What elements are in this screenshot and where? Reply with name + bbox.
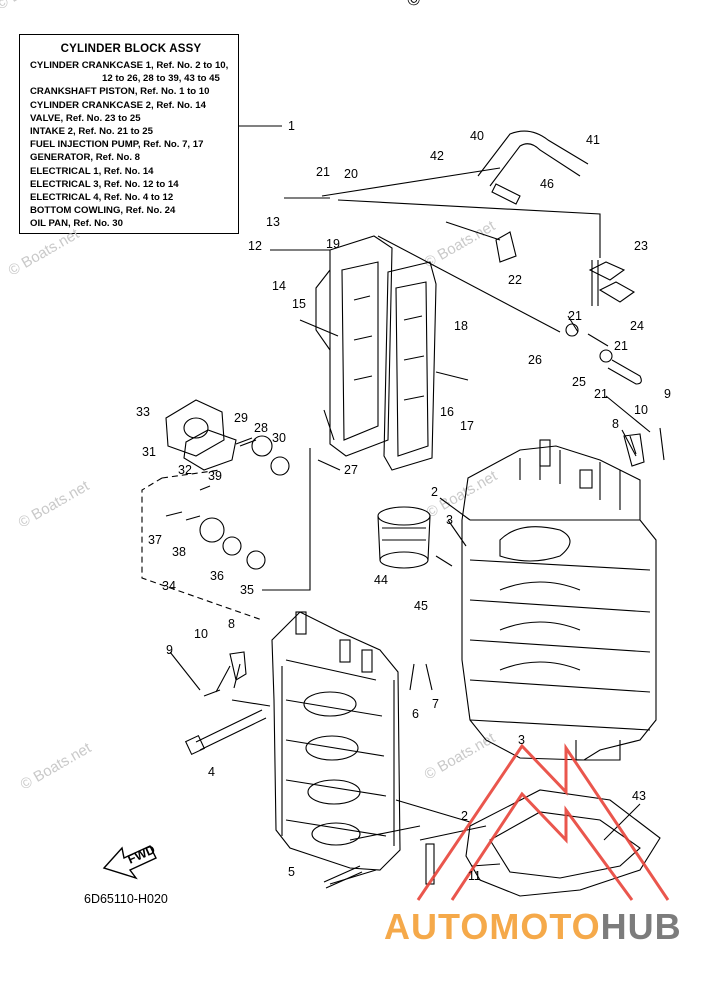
thermostat-cover-group xyxy=(165,399,290,476)
callout-9: 9 xyxy=(166,643,173,657)
oil-filter-part xyxy=(377,506,431,569)
assembly-legend-box: CYLINDER BLOCK ASSY CYLINDER CRANKCASE 1… xyxy=(19,34,239,234)
fwd-arrow-icon xyxy=(102,845,157,880)
legend-line: GENERATOR, Ref. No. 8 xyxy=(30,152,140,164)
callout-38: 38 xyxy=(172,545,186,559)
callout-15: 15 xyxy=(292,297,306,311)
watermark-text: © Boats.net xyxy=(18,739,95,793)
crankcase-casting xyxy=(271,611,401,871)
callout-21: 21 xyxy=(594,387,608,401)
callout-12: 12 xyxy=(248,239,262,253)
callout-45: 45 xyxy=(414,599,428,613)
legend-line: INTAKE 2, Ref. No. 21 to 25 xyxy=(30,126,153,138)
callout-2: 2 xyxy=(431,485,438,499)
group-bracket xyxy=(141,469,263,621)
legend-title: CYLINDER BLOCK ASSY xyxy=(60,43,202,55)
legend-line: BOTTOM COWLING, Ref. No. 24 xyxy=(30,205,176,217)
callout-8: 8 xyxy=(612,417,619,431)
exhaust-cover-plates xyxy=(329,235,437,471)
legend-line: OIL PAN, Ref. No. 30 xyxy=(30,218,123,230)
callout-24: 24 xyxy=(630,319,644,333)
callout-7: 7 xyxy=(432,697,439,711)
callout-9: 9 xyxy=(664,387,671,401)
watermark-text: © Boats.net xyxy=(0,0,71,13)
callout-8: 8 xyxy=(228,617,235,631)
callout-42: 42 xyxy=(430,149,444,163)
watermark-text: © Boats.net xyxy=(6,225,83,279)
legend-line: VALVE, Ref. No. 23 to 25 xyxy=(30,112,141,124)
watermark-text: © Boats.net xyxy=(422,217,499,271)
callout-10: 10 xyxy=(194,627,208,641)
legend-line: 12 to 26, 28 to 39, 43 to 45 xyxy=(102,73,220,85)
cylinder-block-casting xyxy=(461,439,657,761)
callout-3: 3 xyxy=(446,513,453,527)
callout-21: 21 xyxy=(316,165,330,179)
drawing-lines xyxy=(102,125,665,897)
callout-10: 10 xyxy=(634,403,648,417)
callout-11: 11 xyxy=(468,869,481,883)
hose-parts xyxy=(477,130,642,385)
callout-17: 17 xyxy=(460,419,474,433)
legend-line: FUEL INJECTION PUMP, Ref. No. 7, 17 xyxy=(30,139,204,151)
watermark-text: © Boats.net xyxy=(422,729,499,783)
callout-2: 2 xyxy=(461,809,468,823)
diagram-part-code: 6D65110-H020 xyxy=(84,892,168,906)
callout-37: 37 xyxy=(148,533,162,547)
legend-line: ELECTRICAL 3, Ref. No. 12 to 14 xyxy=(30,178,179,190)
callout-44: 44 xyxy=(374,573,388,587)
callout-32: 32 xyxy=(178,463,192,477)
automotohub-brand-logo: AUTOMOTOHUB xyxy=(384,906,682,948)
callout-4: 4 xyxy=(208,765,215,779)
callout-40: 40 xyxy=(470,129,484,143)
callout-39: 39 xyxy=(208,469,222,483)
bolt-4 xyxy=(195,709,267,751)
callout-29: 29 xyxy=(234,411,248,425)
pump-parts-34 xyxy=(165,485,266,570)
callout-30: 30 xyxy=(272,431,286,445)
callout-16: 16 xyxy=(440,405,454,419)
callout-13: 13 xyxy=(266,215,280,229)
callout-36: 36 xyxy=(210,569,224,583)
callout-14: 14 xyxy=(272,279,286,293)
automotohub-logo-triangle xyxy=(416,743,670,901)
callout-31: 31 xyxy=(142,445,156,459)
callout-21: 21 xyxy=(614,339,628,353)
callout-18: 18 xyxy=(454,319,468,333)
brand-text-part2: HUB xyxy=(600,906,682,947)
callout-46: 46 xyxy=(540,177,554,191)
callout-41: 41 xyxy=(586,133,600,147)
callout-35: 35 xyxy=(240,583,254,597)
callout-1: 1 xyxy=(288,119,295,133)
callout-20: 20 xyxy=(344,167,358,181)
callout-28: 28 xyxy=(254,421,268,435)
fwd-label: FWD xyxy=(126,842,158,866)
callout-27: 27 xyxy=(344,463,358,477)
callout-19: 19 xyxy=(326,237,340,251)
callout-43: 43 xyxy=(632,789,646,803)
callout-6: 6 xyxy=(412,707,419,721)
brand-text-part1: AUTOMOTO xyxy=(384,906,601,947)
legend-line: CYLINDER CRANKCASE 1, Ref. No. 2 to 10, xyxy=(30,60,229,71)
legend-line: ELECTRICAL 1, Ref. No. 14 xyxy=(30,165,154,177)
callout-22: 22 xyxy=(508,273,522,287)
legend-line: CRANKSHAFT PISTON, Ref. No. 1 to 10 xyxy=(30,86,210,98)
callout-25: 25 xyxy=(572,375,586,389)
legend-line: CYLINDER CRANKCASE 2, Ref. No. 14 xyxy=(30,99,206,111)
callout-33: 33 xyxy=(136,405,150,419)
callout-5: 5 xyxy=(288,865,295,879)
callout-26: 26 xyxy=(528,353,542,367)
callout-23: 23 xyxy=(634,239,648,253)
watermarks: © Boats.net © Boats.net © Boats.net © Bo… xyxy=(0,0,501,793)
callout-34: 34 xyxy=(162,579,176,593)
callout-3: 3 xyxy=(518,733,525,747)
callout-21: 21 xyxy=(568,309,582,323)
watermark-text: © Boats.net xyxy=(16,477,93,531)
callout-numbers: 1 2 2 3 3 4 5 6 7 8 8 9 9 10 10 11 12 13… xyxy=(136,119,671,883)
legend-line: ELECTRICAL 4, Ref. No. 4 to 12 xyxy=(30,192,174,204)
